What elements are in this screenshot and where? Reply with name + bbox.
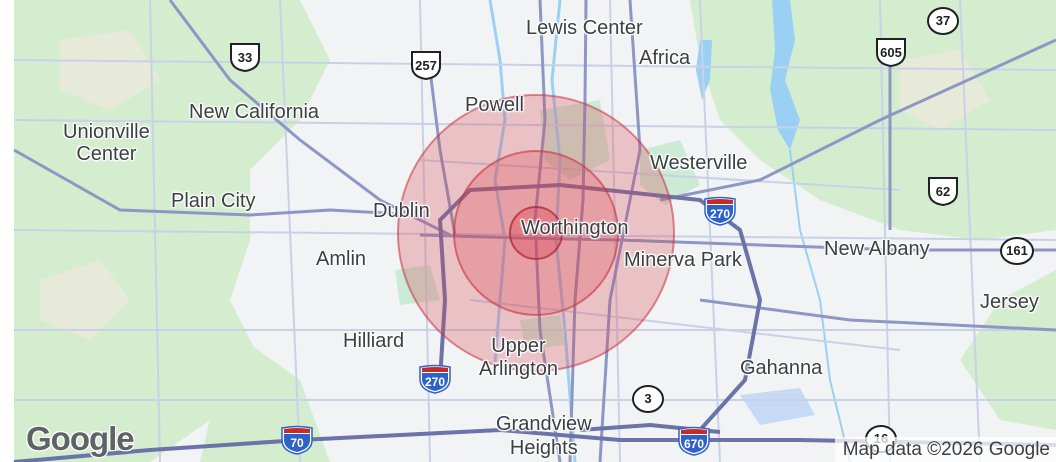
place-new-albany: New Albany	[824, 238, 930, 260]
us-257-shield: 257	[409, 50, 443, 80]
farm-patch-1	[40, 260, 130, 340]
place-powell: Powell	[465, 94, 524, 116]
place-upper-arlington: Upper Arlington	[479, 335, 558, 381]
interstate-shield-icon	[281, 425, 313, 455]
radius-circle-inner	[509, 206, 563, 260]
place-plain-city: Plain City	[171, 190, 256, 212]
scioto-river	[488, 0, 507, 363]
interstate-shield-icon	[678, 426, 710, 456]
place-upper-arlington-text: Upper Arlington	[479, 335, 558, 380]
i-670-shield: 670	[677, 426, 711, 456]
farm-patch-2	[60, 30, 160, 110]
road-sr-257	[428, 69, 457, 236]
place-lewis-center: Lewis Center	[526, 17, 643, 39]
i-270-east-shield: 270	[703, 196, 737, 226]
map-gutter	[0, 0, 14, 462]
interstate-shield-icon	[419, 364, 451, 394]
place-unionville-center: Unionville Center	[63, 121, 150, 165]
radius-circle-outer	[397, 94, 675, 372]
place-hilliard: Hilliard	[343, 330, 405, 352]
place-gahanna: Gahanna	[740, 357, 823, 379]
road-i-270	[437, 182, 763, 432]
road-us-40-east	[699, 298, 1056, 332]
interstate-shield-icon	[704, 196, 736, 226]
google-logo[interactable]: Google	[26, 420, 135, 457]
olentangy-river	[550, 0, 577, 462]
alum-creek-reservoir	[770, 0, 800, 150]
state-route-shield-icon	[632, 385, 664, 413]
road-i-70	[13, 427, 1056, 462]
park-sharon-woods	[640, 140, 700, 205]
us-route-shield-icon	[876, 38, 906, 67]
us-33-shield: 33	[228, 42, 262, 72]
place-jersey: Jersey	[980, 291, 1039, 313]
us-route-shield-icon	[230, 43, 260, 72]
place-grandview-heights-text: Grandview Heights	[496, 413, 592, 459]
place-amlin: Amlin	[316, 248, 367, 270]
us-route-shield-icon	[411, 51, 441, 80]
place-grandview-heights: Grandview Heights	[496, 412, 592, 460]
road-sr-315	[533, 0, 562, 462]
place-new-california: New California	[189, 101, 320, 123]
state-3-shield: 3	[631, 384, 665, 414]
state-route-shield-icon	[927, 7, 959, 35]
place-africa: Africa	[639, 47, 691, 69]
place-westerville: Westerville	[650, 152, 748, 174]
road-us-62	[659, 38, 1056, 202]
road-i-71	[598, 0, 642, 462]
state-161-shield: 161	[1000, 236, 1034, 266]
place-dublin: Dublin	[373, 200, 430, 222]
place-worthington: Worthington	[521, 217, 629, 239]
place-unionville-center-text: Unionville Center	[63, 121, 150, 165]
radius-circles	[397, 94, 675, 372]
radius-circle-middle	[453, 150, 619, 316]
big-walnut-creek	[789, 149, 851, 462]
road-us-23	[568, 0, 588, 462]
major-roads	[13, 0, 1056, 462]
road-sr-161	[419, 233, 1056, 252]
airport-pond	[740, 388, 815, 425]
park-south	[520, 315, 565, 350]
park-west	[395, 265, 440, 305]
us-route-shield-icon	[928, 177, 958, 206]
i-270-west-shield: 270	[418, 364, 452, 394]
rural-area-east	[960, 270, 1056, 430]
us-62-shield: 62	[926, 176, 960, 206]
us-605-shield: 605	[874, 37, 908, 67]
road-us-42	[13, 148, 421, 217]
state-37-shield: 37	[926, 6, 960, 36]
road-us-33	[168, 0, 451, 237]
place-minerva-park: Minerva Park	[624, 249, 742, 271]
state-route-shield-icon	[1000, 237, 1034, 265]
i-70-shield: 70	[280, 425, 314, 455]
map-attribution[interactable]: Map data ©2026 Google	[834, 437, 1056, 462]
